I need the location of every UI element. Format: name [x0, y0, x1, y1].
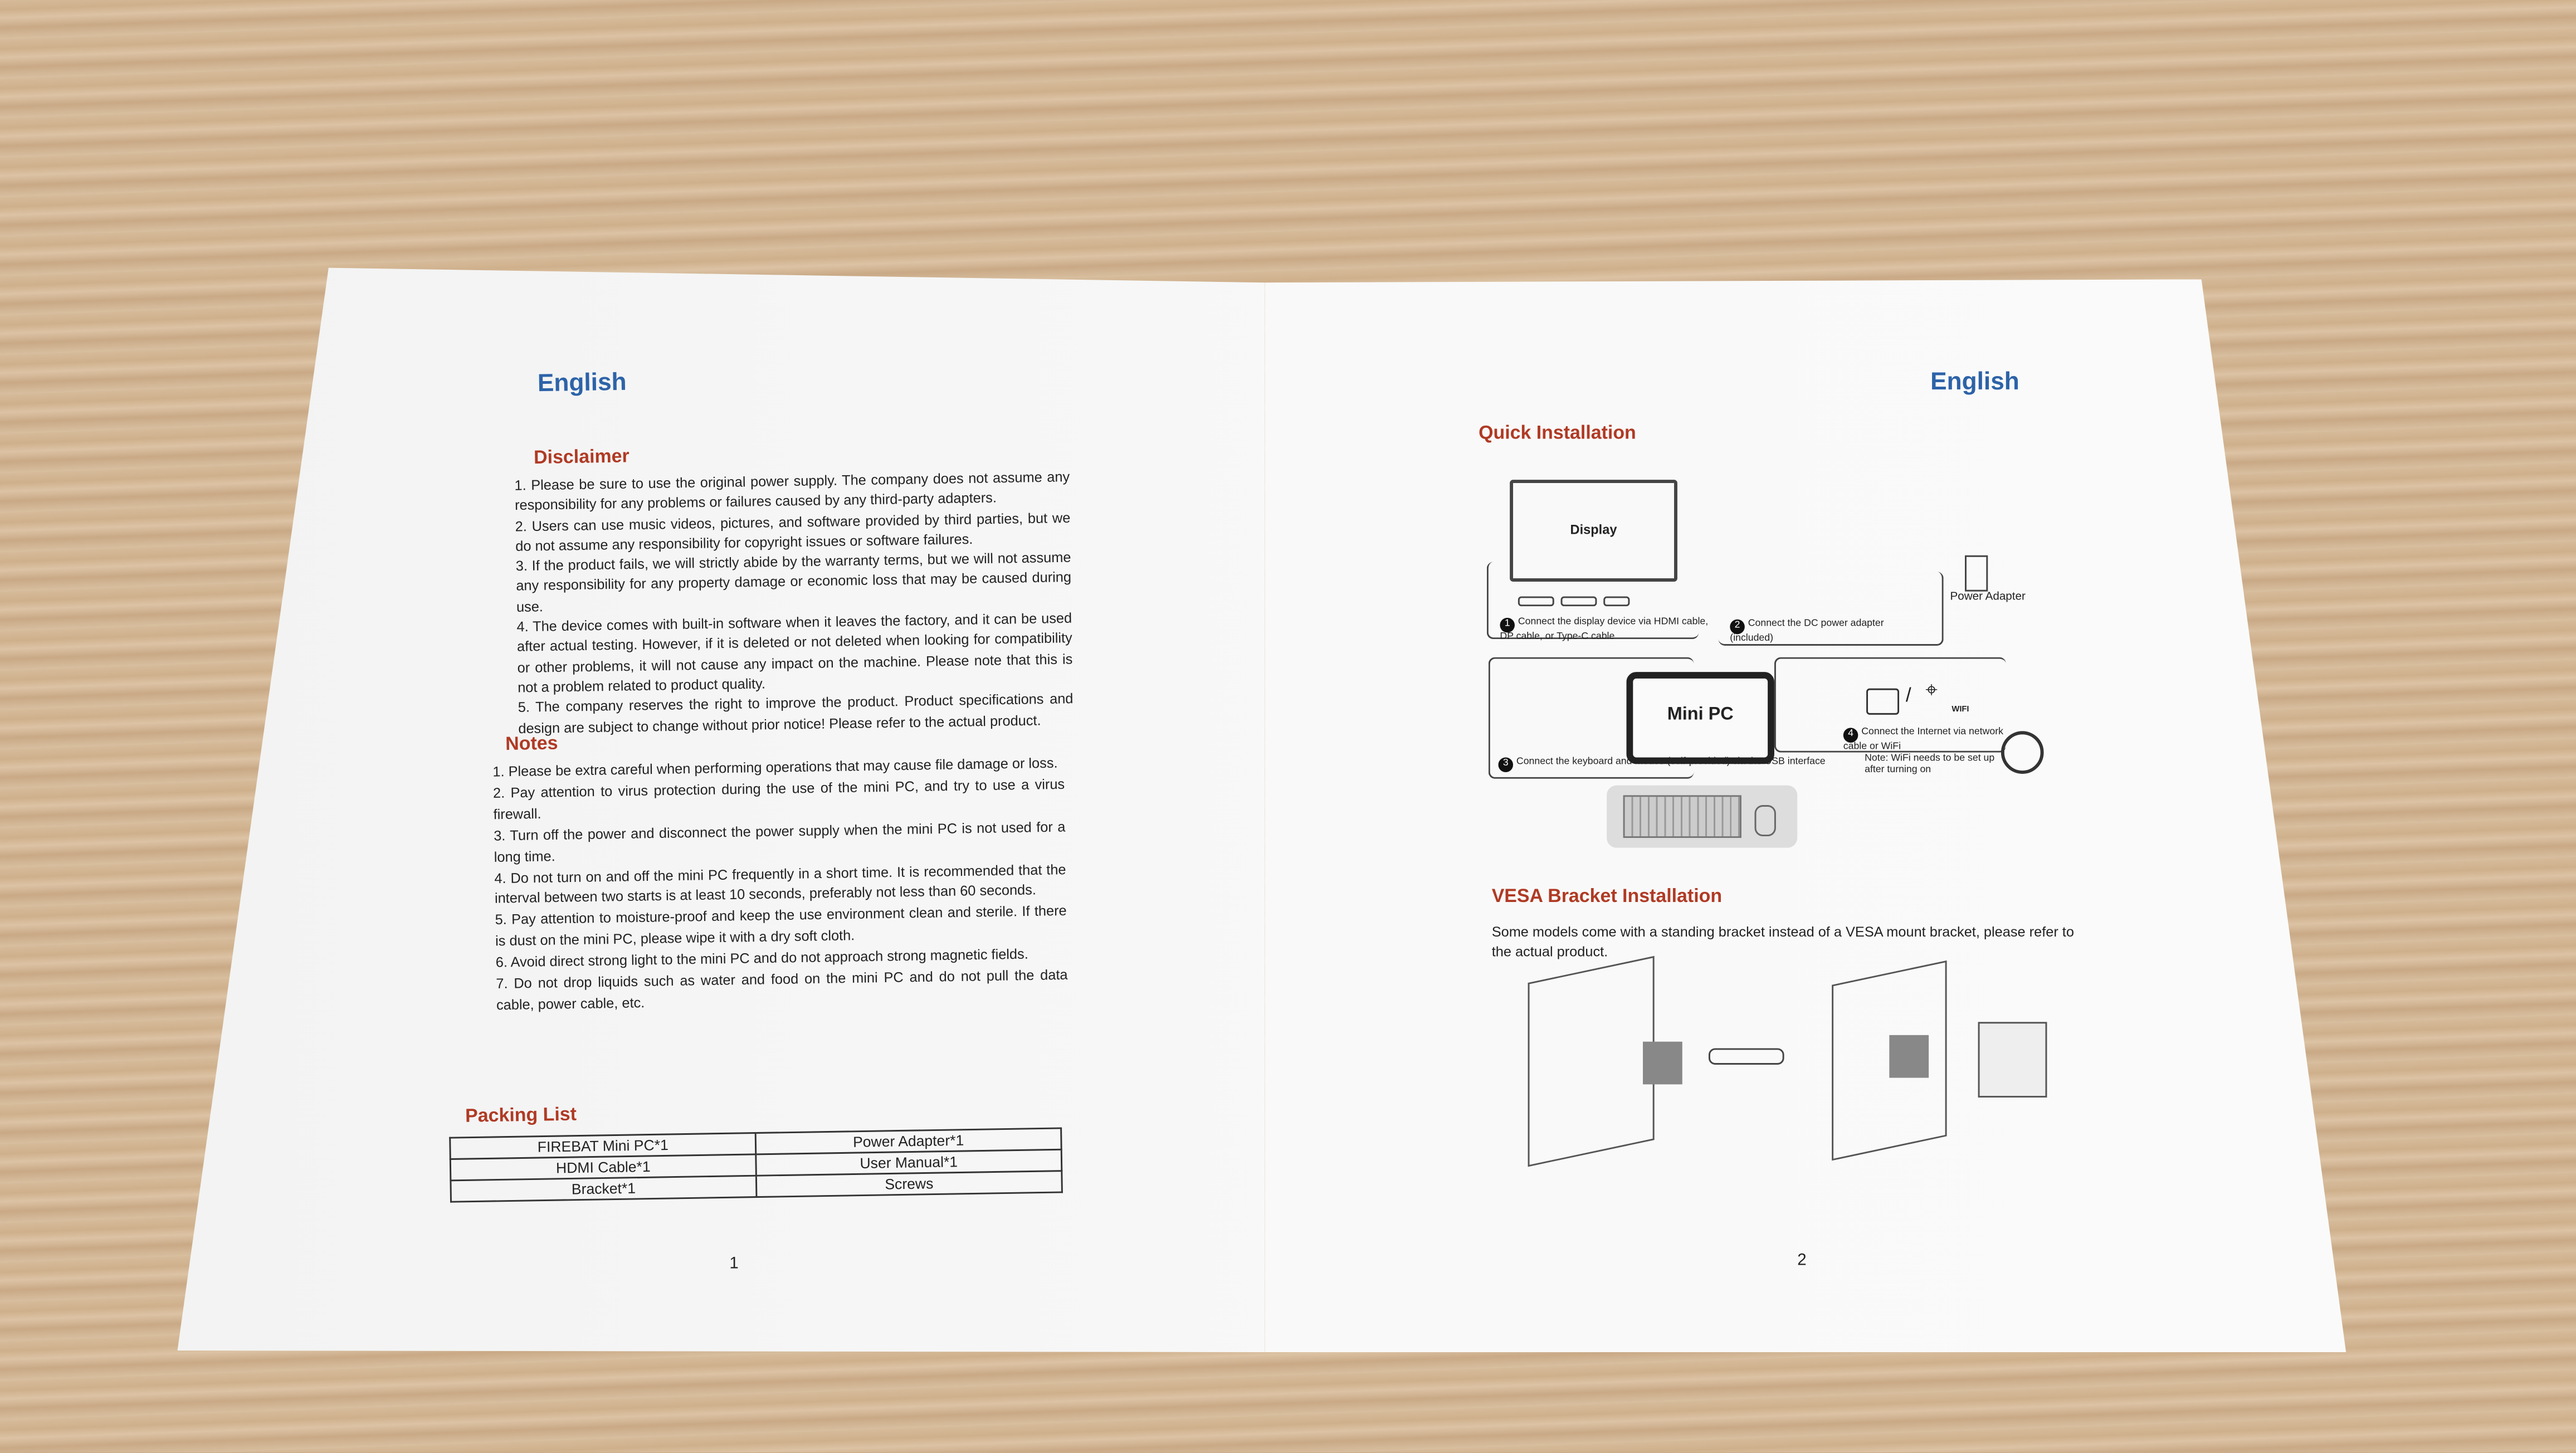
step-text: Connect the DC power adapter (included) [1730, 619, 1884, 645]
display-label: Display [1570, 522, 1617, 538]
cable-line [1486, 562, 1699, 640]
language-heading: English [537, 368, 627, 398]
screwdriver-icon [1708, 1048, 1784, 1065]
step-number: 3 [1498, 757, 1514, 773]
wifi-label: WIFI [1951, 705, 1969, 715]
router-icon [2001, 731, 2044, 774]
ethernet-port-icon [1866, 688, 1900, 715]
port-icons [1518, 596, 1633, 607]
step-number: 2 [1730, 619, 1745, 635]
cable-line [1774, 657, 2006, 753]
vesa-plate-icon [1643, 1041, 1682, 1085]
notes-list: 1. Please be extra careful when performi… [492, 753, 1068, 1016]
quick-installation-title: Quick Installation [1479, 423, 1636, 444]
language-heading: English [1930, 368, 2019, 396]
disclaimer-item: 4. The device comes with built-in softwa… [516, 610, 1073, 696]
display-icon: Display [1510, 480, 1677, 582]
power-adapter-icon [1965, 555, 1988, 592]
step-number: 1 [1500, 617, 1515, 633]
disclaimer-item: 3. If the product fails, we will strictl… [515, 549, 1072, 615]
page-number: 2 [1797, 1252, 1807, 1270]
monitor-illustration-left [1528, 955, 1655, 1167]
cable-line [1718, 572, 1944, 646]
step-text: Connect the display device via HDMI cabl… [1500, 617, 1709, 643]
keyboard-icon [1623, 795, 1741, 838]
wifi-note: Note: WiFi needs to be set up after turn… [1865, 754, 1995, 775]
mouse-icon [1754, 805, 1776, 837]
step-text: Connect the keyboard and mouse (self-pro… [1516, 757, 1826, 768]
table-cell: Screws [756, 1171, 1062, 1197]
step-text: Connect the Internet via network cable o… [1843, 728, 2003, 753]
mini-pc-label: Mini PC [1667, 705, 1734, 725]
table-cell: Bracket*1 [450, 1176, 757, 1202]
disclaimer-list: 1. Please be sure to use the original po… [514, 467, 1074, 738]
vesa-plate-icon [1889, 1035, 1929, 1078]
packing-list-title: Packing List [465, 1105, 577, 1127]
notes-title: Notes [505, 734, 558, 755]
power-adapter-label: Power Adapter [1950, 591, 2026, 603]
slash-divider: / [1905, 683, 1911, 707]
note-item: 7. Do not drop liquids such as water and… [496, 966, 1068, 1013]
vesa-description: Some models come with a standing bracket… [1491, 923, 2074, 960]
mini-pc-box: Mini PC [1626, 672, 1774, 764]
mini-pc-mounted-icon [1978, 1022, 2047, 1098]
step-number: 4 [1843, 728, 1858, 743]
wifi-icon: ⌖ [1925, 676, 1938, 702]
keyboard-mouse-area [1607, 785, 1798, 848]
vesa-title: VESA Bracket Installation [1491, 887, 1723, 907]
disclaimer-title: Disclaimer [533, 447, 630, 469]
cable-line [1488, 657, 1694, 779]
page-number: 1 [729, 1255, 739, 1274]
